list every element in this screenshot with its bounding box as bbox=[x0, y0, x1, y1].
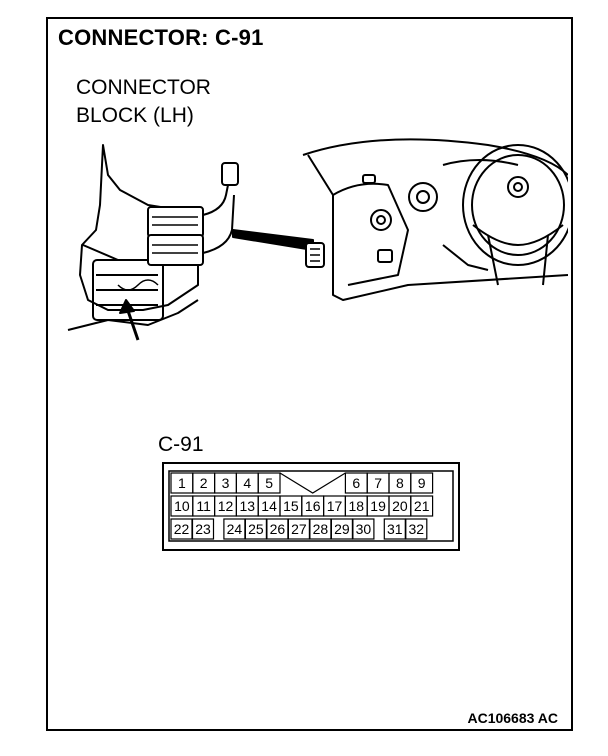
pin-4: 4 bbox=[243, 475, 251, 491]
location-illustration bbox=[67, 138, 568, 341]
pin-30: 30 bbox=[356, 521, 372, 537]
pin-1: 1 bbox=[178, 475, 186, 491]
pin-16: 16 bbox=[305, 498, 321, 514]
pin-20: 20 bbox=[392, 498, 408, 514]
pin-9: 9 bbox=[418, 475, 426, 491]
dashboard-drawing bbox=[302, 138, 568, 301]
pointer-wedge bbox=[232, 229, 314, 251]
key-notch bbox=[279, 472, 346, 494]
pin-6: 6 bbox=[352, 475, 360, 491]
pin-12: 12 bbox=[218, 498, 234, 514]
pin-24: 24 bbox=[227, 521, 243, 537]
pin-23: 23 bbox=[195, 521, 211, 537]
pin-28: 28 bbox=[313, 521, 329, 537]
pin-26: 26 bbox=[270, 521, 286, 537]
pin-29: 29 bbox=[334, 521, 350, 537]
pin-15: 15 bbox=[283, 498, 299, 514]
pin-11: 11 bbox=[196, 498, 211, 514]
connector-label: C-91 bbox=[158, 433, 204, 456]
pin-10: 10 bbox=[174, 498, 190, 514]
pin-2: 2 bbox=[200, 475, 208, 491]
pin-27: 27 bbox=[291, 521, 307, 537]
pin-5: 5 bbox=[265, 475, 273, 491]
connector-block-callout: CONNECTOR BLOCK (LH) bbox=[76, 74, 211, 130]
pin-7: 7 bbox=[374, 475, 382, 491]
pin-17: 17 bbox=[327, 498, 343, 514]
pin-18: 18 bbox=[349, 498, 365, 514]
diagram-frame bbox=[46, 17, 573, 731]
pin-25: 25 bbox=[248, 521, 264, 537]
pin-22: 22 bbox=[174, 521, 190, 537]
callout-line-2: BLOCK (LH) bbox=[76, 104, 194, 127]
pin-3: 3 bbox=[222, 475, 230, 491]
callout-line-1: CONNECTOR bbox=[76, 76, 211, 99]
pin-13: 13 bbox=[240, 498, 256, 514]
connector-block-drawing bbox=[67, 144, 239, 341]
pin-32: 32 bbox=[409, 521, 425, 537]
pin-31: 31 bbox=[387, 521, 403, 537]
pin-21: 21 bbox=[414, 498, 430, 514]
pin-8: 8 bbox=[396, 475, 404, 491]
pin-14: 14 bbox=[261, 498, 277, 514]
diagram-title: CONNECTOR: C-91 bbox=[58, 25, 264, 50]
figure-id: AC106683 AC bbox=[467, 710, 558, 726]
pin-19: 19 bbox=[370, 498, 386, 514]
